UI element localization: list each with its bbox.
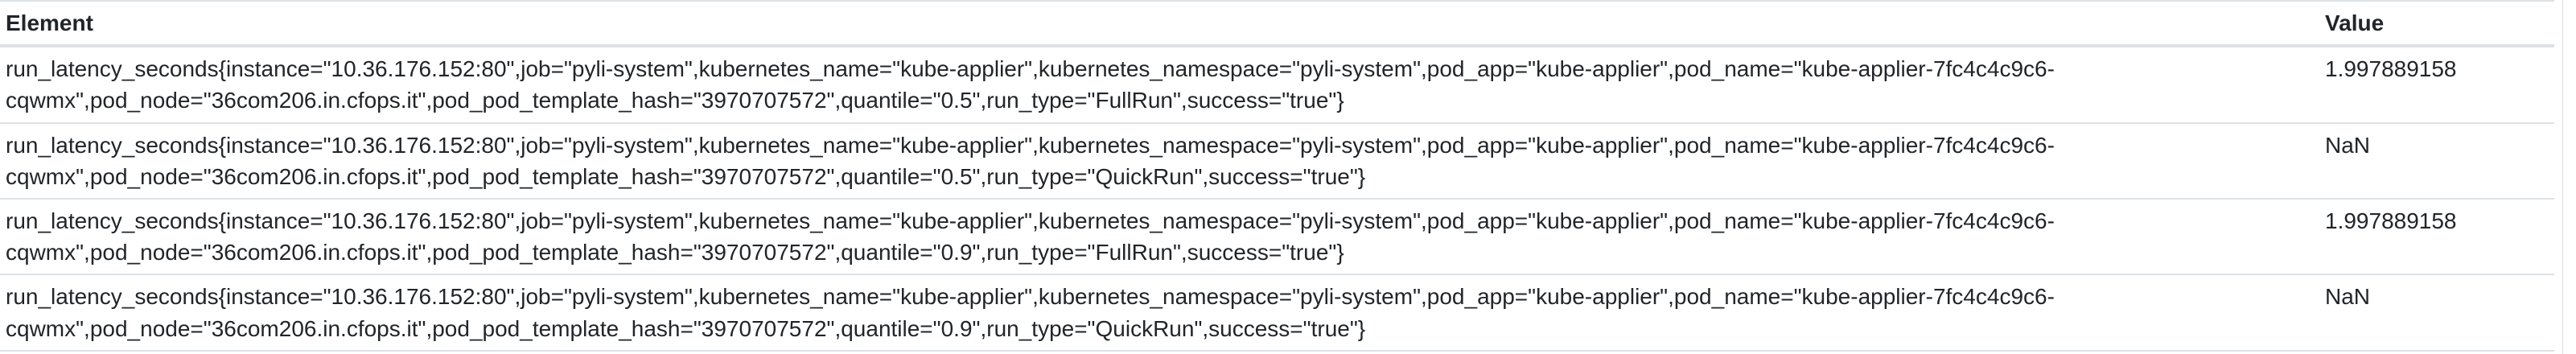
value-cell: NaN [2319, 274, 2554, 352]
table-row: run_latency_seconds{instance="10.36.176.… [0, 121, 2554, 199]
element-cell: run_latency_seconds{instance="10.36.176.… [0, 121, 2319, 199]
value-cell: 1.997889158 [2319, 45, 2554, 123]
value-cell: 1.997889158 [2319, 197, 2554, 275]
element-cell: run_latency_seconds{instance="10.36.176.… [0, 197, 2319, 275]
element-cell: run_latency_seconds{instance="10.36.176.… [0, 45, 2319, 123]
header-row: Element Value [0, 0, 2554, 48]
table-row: run_latency_seconds{instance="10.36.176.… [0, 45, 2554, 123]
table-body: run_latency_seconds{instance="10.36.176.… [0, 45, 2554, 352]
element-cell: run_latency_seconds{instance="10.36.176.… [0, 274, 2319, 352]
table-row: run_latency_seconds{instance="10.36.176.… [0, 197, 2554, 275]
column-header-element: Element [0, 0, 2319, 48]
vertical-scrollbar[interactable] [2562, 0, 2576, 354]
table-header: Element Value [0, 0, 2554, 48]
table-row: run_latency_seconds{instance="10.36.176.… [0, 274, 2554, 352]
column-header-value: Value [2319, 0, 2554, 48]
value-cell: NaN [2319, 121, 2554, 199]
